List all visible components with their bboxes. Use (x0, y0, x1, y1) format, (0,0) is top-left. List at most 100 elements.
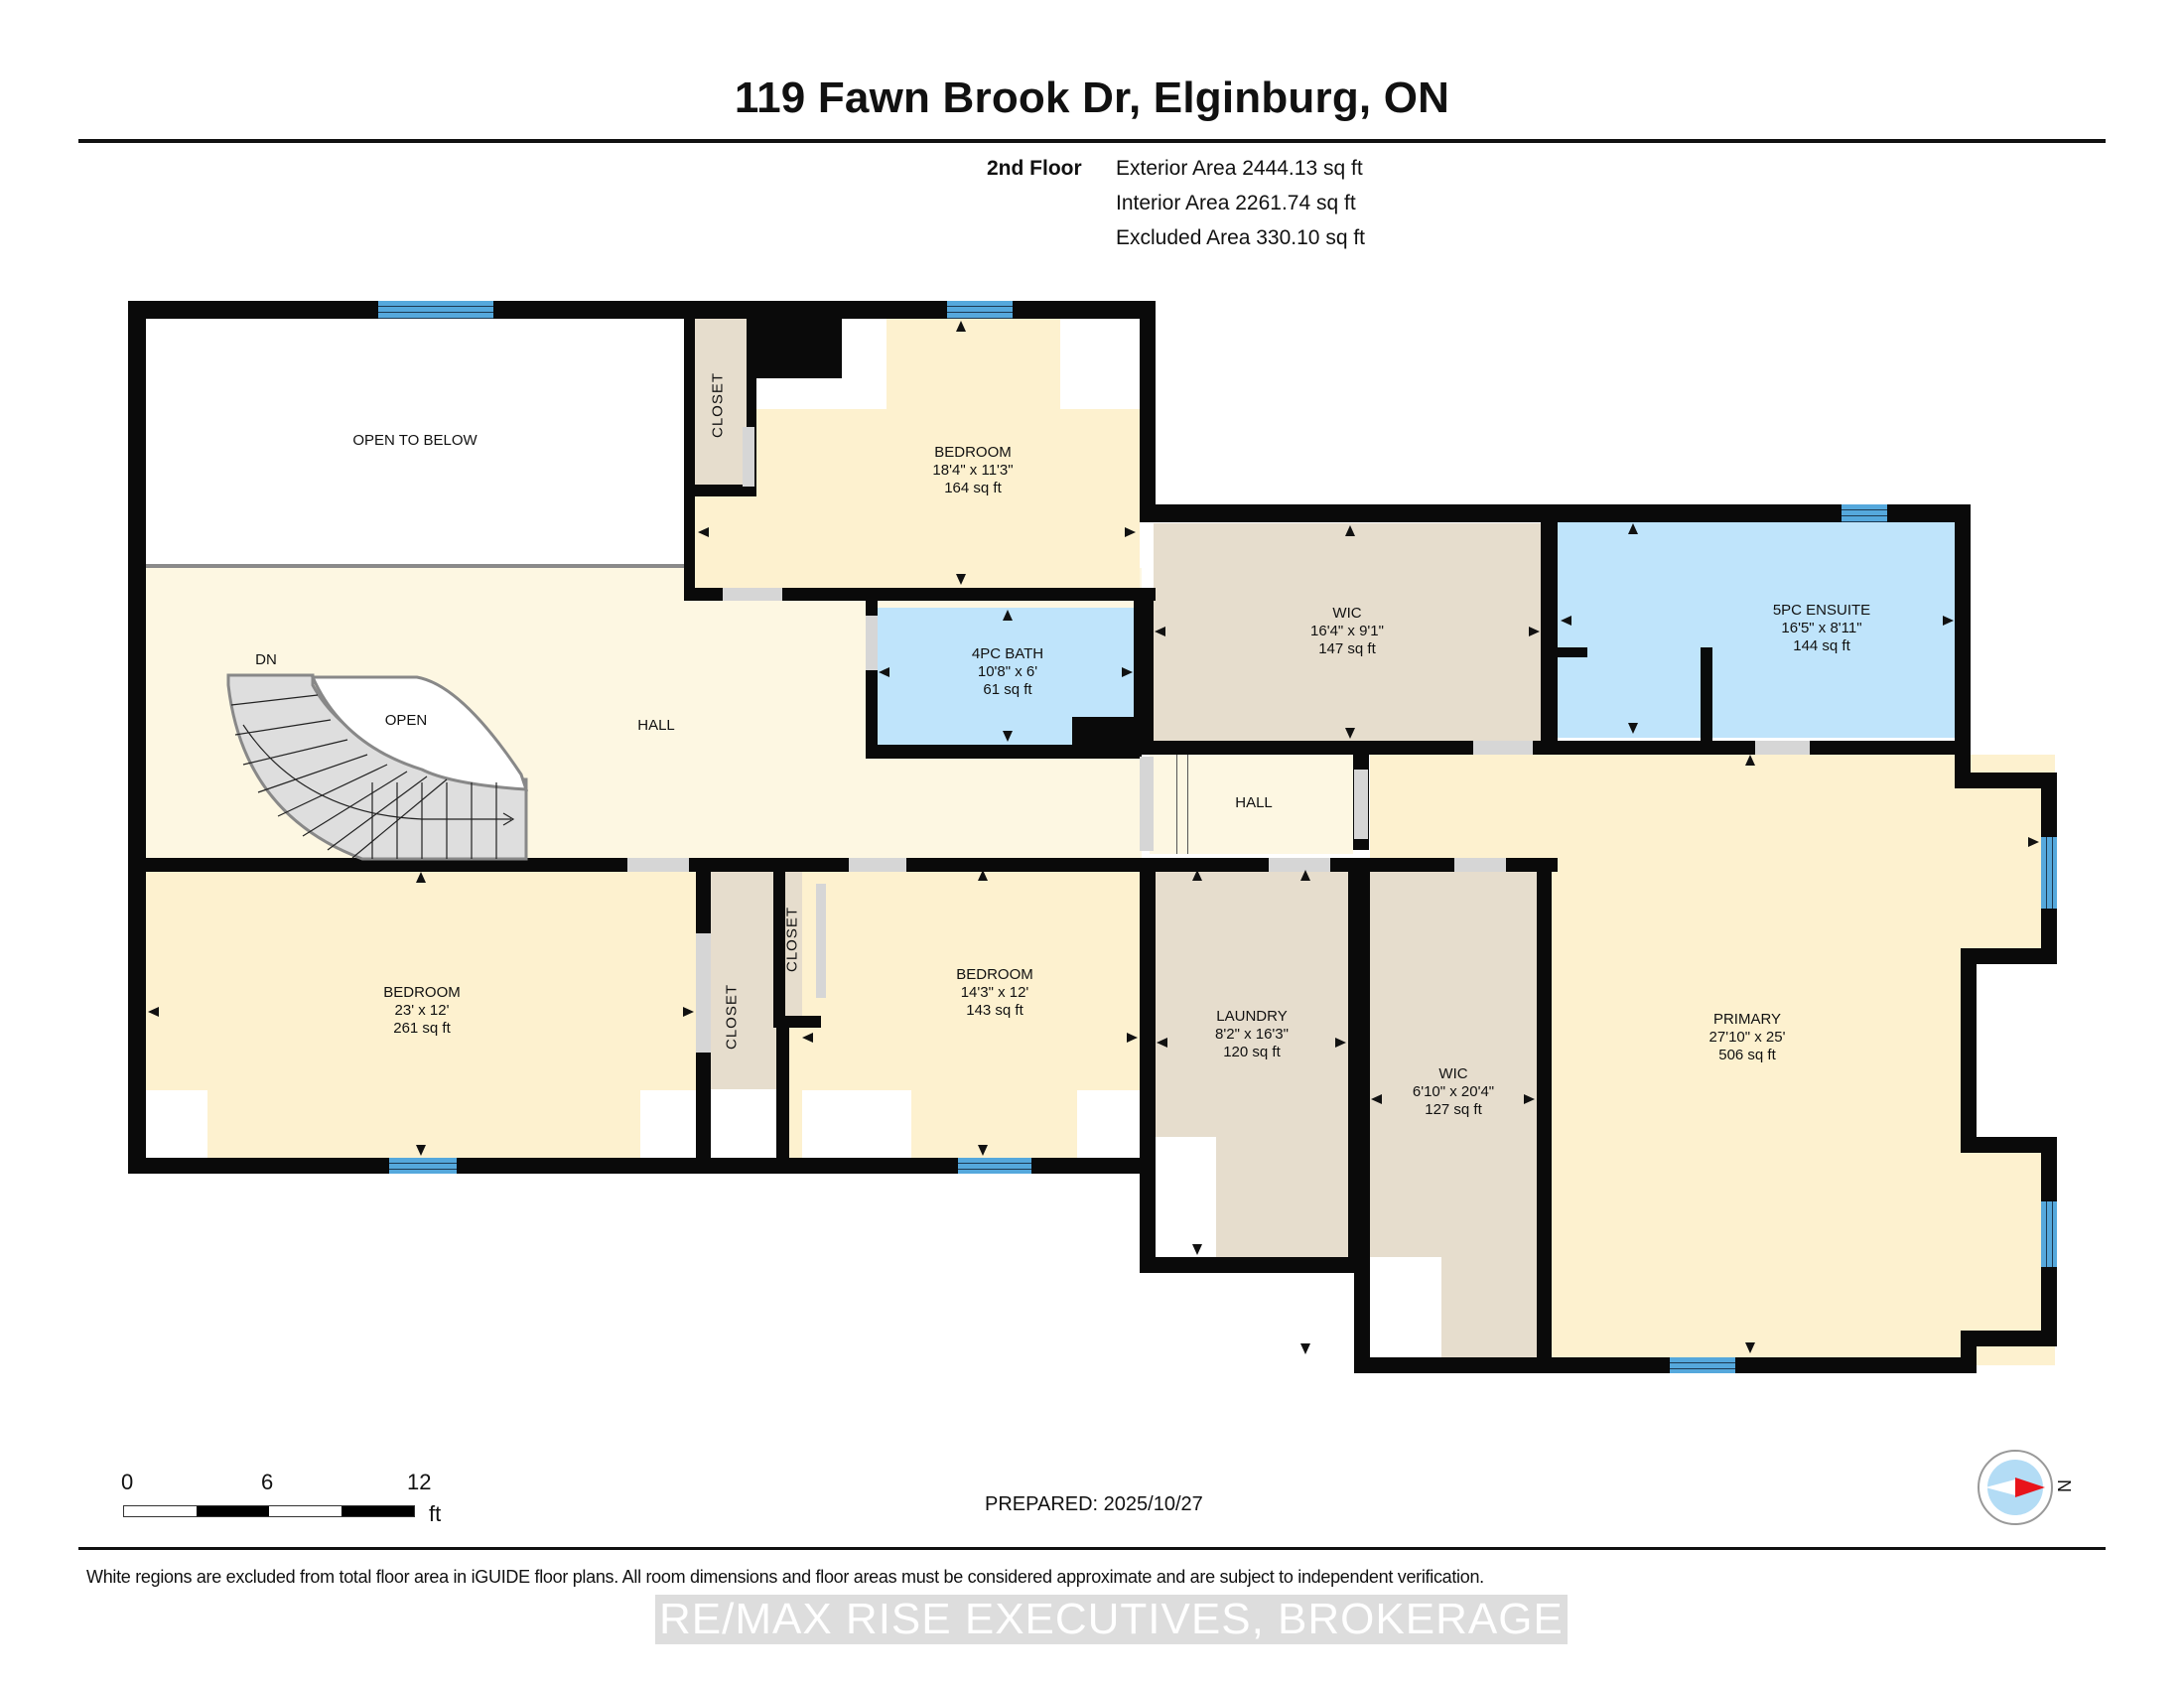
label-laundry: LAUNDRY 8'2" x 16'3" 120 sq ft (1215, 1008, 1289, 1061)
room-name: OPEN TO BELOW (352, 432, 478, 449)
label-closet-mid: CLOSET (783, 906, 801, 973)
room-dims: 10'8" x 6' (977, 663, 1038, 680)
dimension-arrow (1335, 1038, 1346, 1048)
dimension-arrow (1745, 755, 1755, 766)
hall-steps (1166, 755, 1196, 854)
room-dims: 6'10" x 20'4" (1412, 1083, 1495, 1100)
room-area: 147 sq ft (1318, 640, 1376, 657)
excluded-region (1060, 319, 1140, 388)
room-dims: 27'10" x 25' (1708, 1029, 1786, 1046)
dimension-arrow (1155, 627, 1165, 636)
room-area: 164 sq ft (944, 480, 1002, 496)
label-closet-top: CLOSET (709, 371, 727, 439)
wall (866, 745, 1142, 759)
room-dims: 16'4" x 9'1" (1310, 623, 1384, 639)
room-area: 261 sq ft (393, 1020, 451, 1037)
room-bedroom-mid-ext (784, 1028, 804, 1158)
window (389, 1158, 457, 1174)
room-dims: 8'2" x 16'3" (1215, 1026, 1289, 1043)
dimension-arrow (1300, 1343, 1310, 1354)
wall (1140, 504, 1971, 522)
room-name: HALL (637, 717, 675, 734)
window (1842, 504, 1887, 522)
dimension-arrow (956, 574, 966, 585)
dimension-arrow (1628, 723, 1638, 734)
door-closet-mid[interactable] (816, 884, 826, 998)
brokerage-watermark: RE/MAX RISE EXECUTIVES, BROKERAGE (655, 1595, 1568, 1644)
room-bedroom-top-ext (695, 496, 754, 588)
room-name: HALL (1235, 794, 1273, 811)
dimension-arrow (1345, 525, 1355, 536)
staircase-icon (226, 673, 529, 861)
room-bedroom-left (146, 872, 696, 1158)
window (947, 301, 1013, 319)
wall (1955, 504, 1971, 773)
excluded-region (711, 1089, 776, 1158)
room-name: WIC (1332, 605, 1362, 622)
dimension-arrow (2028, 837, 2039, 847)
room-closet-top (695, 319, 747, 490)
door-wic-top[interactable] (1473, 741, 1533, 755)
room-open-to-below (146, 319, 684, 566)
door-closet-left[interactable] (696, 933, 711, 1053)
scale-tick: 0 (121, 1470, 134, 1494)
wall (1961, 1137, 2057, 1153)
door-wic-bottom[interactable] (1454, 858, 1506, 872)
excluded-region (640, 1090, 696, 1158)
label-4pc-bath: 4PC BATH 10'8" x 6' 61 sq ft (972, 645, 1043, 699)
room-name: OPEN (384, 712, 428, 729)
label-stair-down: DN (255, 651, 277, 669)
door-closet-top[interactable] (743, 427, 754, 487)
door-bedroom-mid[interactable] (849, 858, 906, 872)
door-bedroom-top[interactable] (723, 588, 782, 601)
excluded-region (1155, 1137, 1216, 1261)
door-ensuite[interactable] (1755, 741, 1810, 755)
room-bedroom-top (754, 409, 1140, 588)
window (2041, 1201, 2057, 1267)
wall (1348, 870, 1370, 1267)
wall (1955, 773, 2057, 788)
dimension-arrow (1745, 1342, 1755, 1353)
room-name: LAUNDRY (1216, 1008, 1288, 1025)
room-wic-top (1154, 523, 1541, 741)
door-laundry[interactable] (1269, 858, 1330, 872)
door-hall-small[interactable] (1140, 757, 1154, 851)
footer-divider (78, 1547, 2106, 1550)
wall (1701, 647, 1712, 741)
room-name: DN (255, 651, 277, 668)
excluded-region (1370, 1257, 1441, 1357)
exterior-area: Exterior Area 2444.13 sq ft (1116, 157, 1363, 180)
label-open-to-below: OPEN TO BELOW (352, 432, 477, 450)
room-dims: 16'5" x 8'11" (1781, 620, 1862, 636)
dimension-arrow (1157, 1038, 1167, 1048)
wall (1354, 1357, 1977, 1373)
scale-bar: 0 6 12 ft (119, 1470, 457, 1529)
scale-bar-graphic (123, 1505, 415, 1517)
wall (684, 588, 1156, 601)
window (378, 301, 493, 319)
dimension-arrow (683, 1007, 694, 1017)
label-wic-bottom: WIC 6'10" x 20'4" 127 sq ft (1413, 1065, 1494, 1119)
room-area: 61 sq ft (983, 681, 1032, 698)
header-divider (78, 139, 2106, 143)
disclaimer: White regions are excluded from total fl… (86, 1567, 1484, 1587)
excluded-area: Excluded Area 330.10 sq ft (1116, 226, 1366, 249)
dimension-arrow (802, 1033, 813, 1043)
excluded-region (842, 319, 887, 388)
wall (1541, 522, 1558, 755)
door-4pc-bath[interactable] (866, 616, 878, 670)
wall (1558, 647, 1587, 657)
excluded-region (1077, 1090, 1140, 1158)
dimension-arrow (1122, 667, 1133, 677)
room-area: 143 sq ft (966, 1002, 1024, 1019)
wall (1537, 858, 1552, 1357)
wall (684, 319, 695, 600)
wall (1140, 741, 1956, 755)
room-area: 120 sq ft (1223, 1044, 1281, 1060)
door-bedroom-left[interactable] (627, 858, 689, 872)
wall (1140, 1257, 1368, 1273)
door-primary[interactable] (1354, 770, 1368, 839)
dimension-arrow (1524, 1094, 1535, 1104)
compass: N (1976, 1448, 2074, 1527)
dimension-arrow (1003, 610, 1013, 621)
